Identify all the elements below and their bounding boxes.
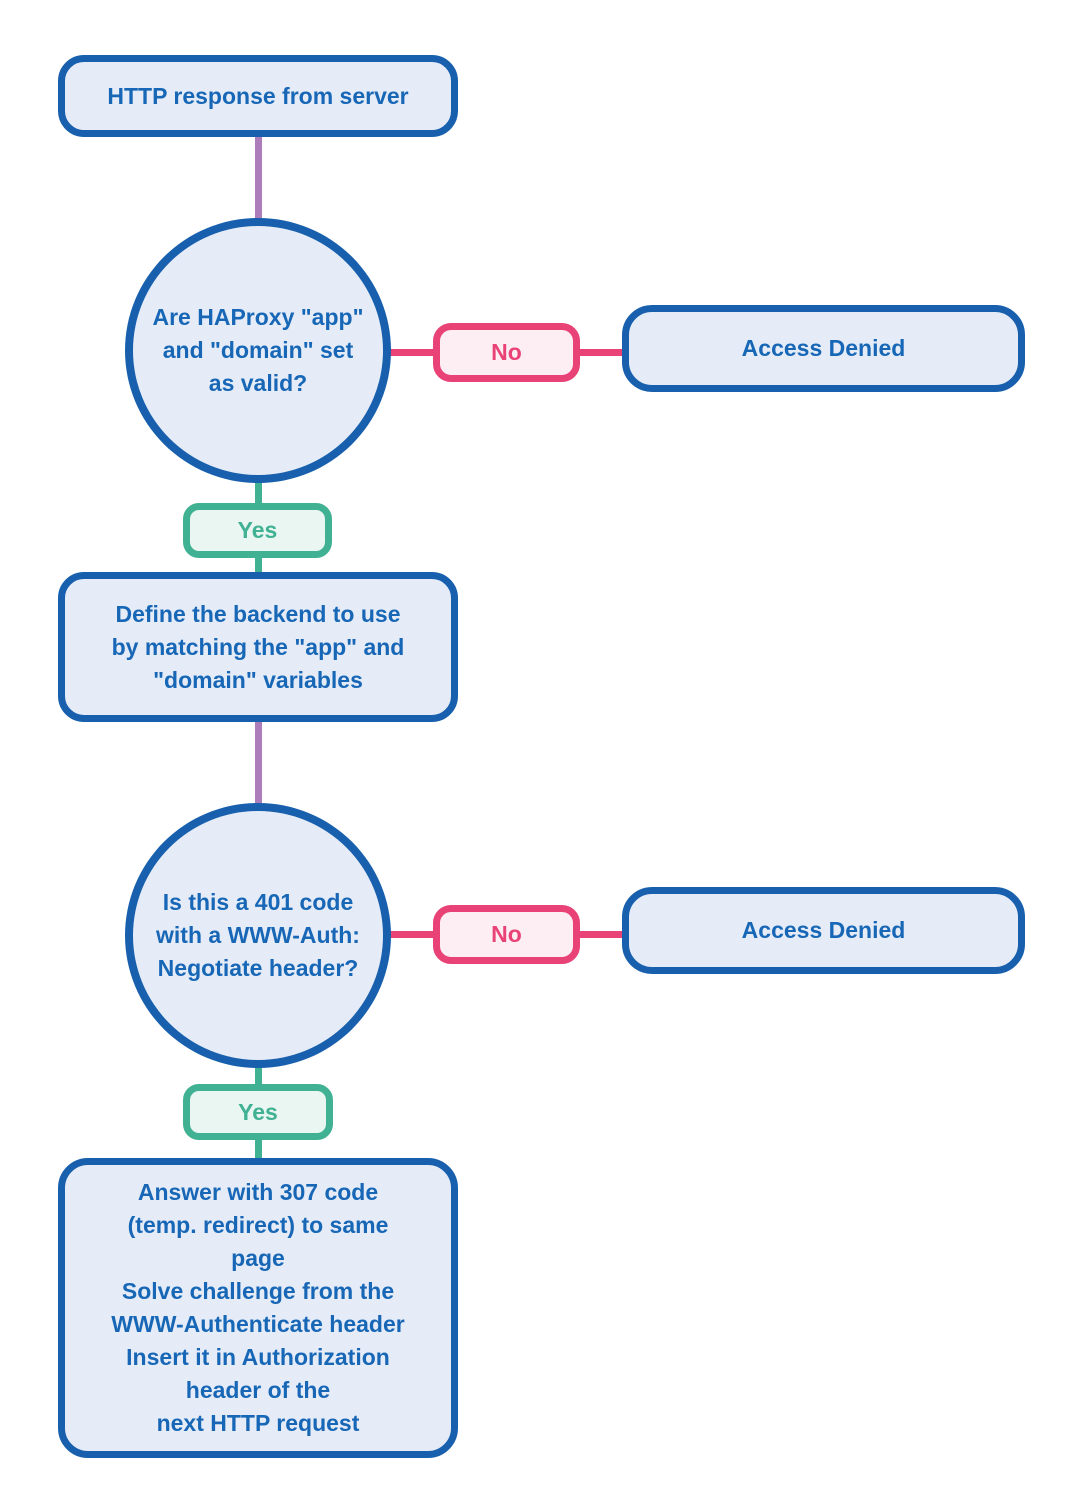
process-307-redirect: Answer with 307 code (temp. redirect) to… bbox=[58, 1158, 458, 1458]
process-define-backend: Define the backend to use by matching th… bbox=[58, 572, 458, 722]
process-line: header of the bbox=[185, 1377, 331, 1403]
process-line: (temp. redirect) to same bbox=[127, 1212, 389, 1238]
access-denied-label: Access Denied bbox=[741, 335, 906, 361]
yes-badge-2: Yes bbox=[183, 1084, 333, 1140]
access-denied-label: Access Denied bbox=[741, 917, 906, 943]
decision-line: with a WWW-Auth: bbox=[156, 922, 360, 948]
decision-line: as valid? bbox=[208, 370, 308, 396]
start-node: HTTP response from server bbox=[58, 55, 458, 137]
process-line: next HTTP request bbox=[156, 1410, 360, 1436]
no-badge-1: No bbox=[433, 323, 580, 382]
process-line: "domain" variables bbox=[153, 666, 363, 693]
decision-line: Are HAProxy "app" bbox=[152, 304, 364, 330]
decision-line: Negotiate header? bbox=[157, 955, 359, 981]
no-badge-label: No bbox=[491, 921, 522, 947]
process-line: Solve challenge from the bbox=[121, 1278, 395, 1304]
decision-401-negotiate: Is this a 401 code with a WWW-Auth: Nego… bbox=[125, 803, 391, 1068]
connector-process1-to-decision2 bbox=[255, 718, 262, 810]
process-line: WWW-Authenticate header bbox=[111, 1311, 405, 1337]
process-line: Insert it in Authorization bbox=[126, 1344, 390, 1370]
process-line: page bbox=[231, 1245, 285, 1271]
access-denied-node-2: Access Denied bbox=[622, 887, 1025, 974]
no-badge-label: No bbox=[491, 339, 522, 365]
no-badge-2: No bbox=[433, 905, 580, 964]
process-line: Define the backend to use bbox=[115, 600, 401, 627]
yes-badge-label: Yes bbox=[237, 517, 278, 543]
connector-start-to-decision1 bbox=[255, 130, 262, 225]
process-line: by matching the "app" and bbox=[111, 633, 405, 660]
process-line: Answer with 307 code bbox=[137, 1179, 379, 1205]
decision-line: and "domain" set bbox=[162, 337, 354, 363]
decision-app-domain-valid: Are HAProxy "app" and "domain" set as va… bbox=[125, 218, 391, 483]
access-denied-node-1: Access Denied bbox=[622, 305, 1025, 392]
decision-line: Is this a 401 code bbox=[162, 889, 354, 915]
yes-badge-1: Yes bbox=[183, 503, 332, 558]
start-node-label: HTTP response from server bbox=[107, 82, 409, 109]
yes-badge-label: Yes bbox=[238, 1098, 278, 1125]
